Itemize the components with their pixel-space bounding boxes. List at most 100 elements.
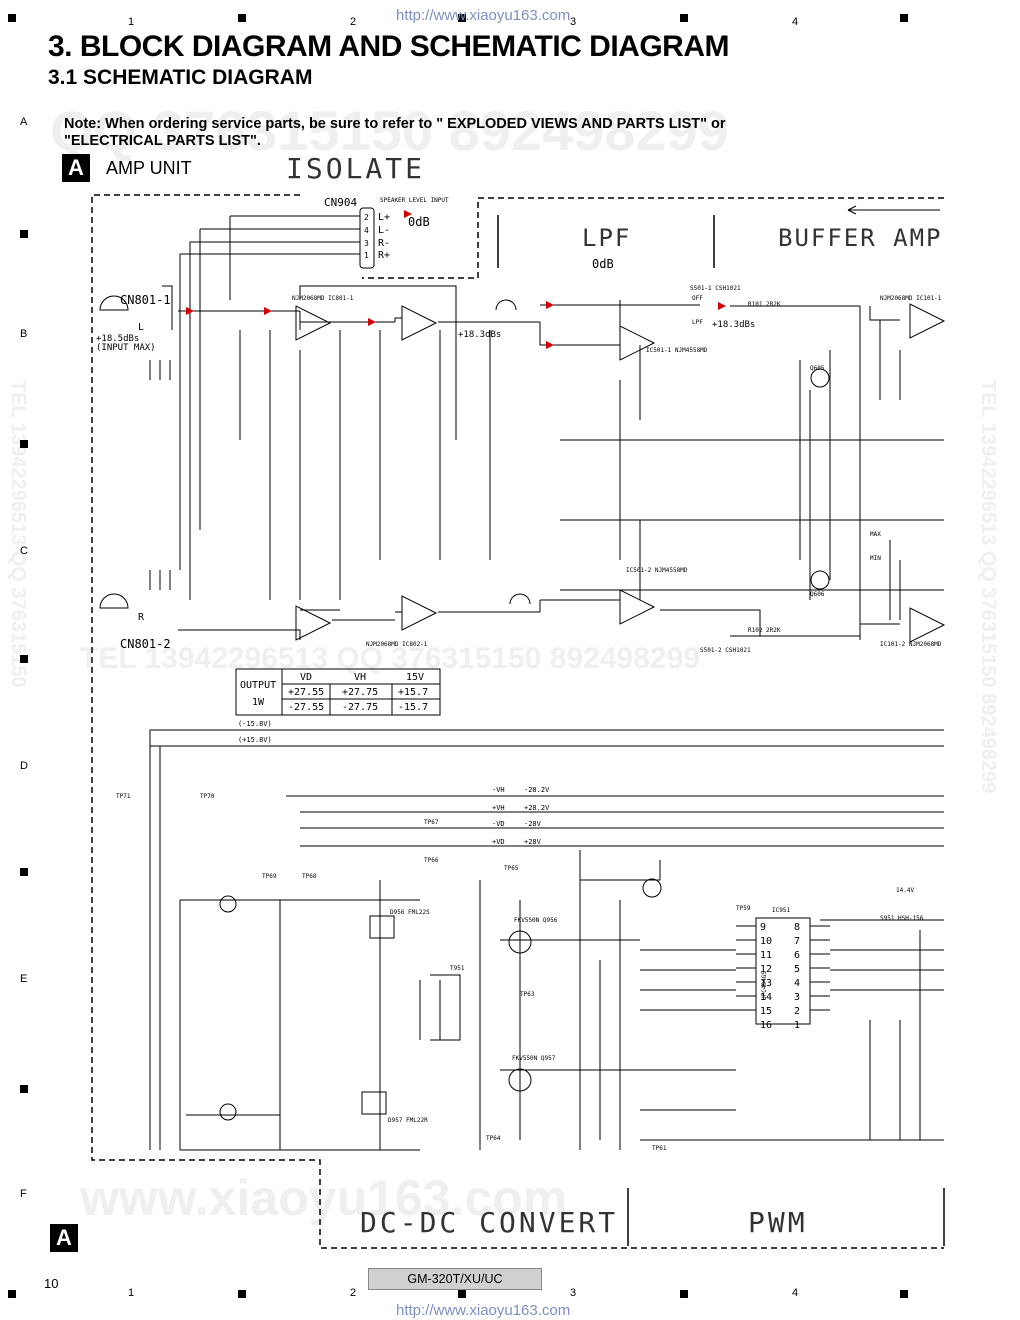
svg-text:11: 11 — [760, 950, 772, 961]
q606-transistor — [810, 570, 830, 590]
input-filter-components — [149, 360, 171, 590]
t951-transformer — [419, 974, 461, 1041]
left-feedback-bus — [299, 285, 457, 440]
output-table-corner-bottom: 1W — [252, 697, 265, 708]
output-table-header-15v: 15V — [406, 672, 424, 683]
column-label-3-bottom: 3 — [570, 1287, 577, 1299]
lpf-switch-label: LPF — [692, 319, 703, 326]
output-table-grid — [281, 669, 440, 715]
unit-boundary-dashed — [91, 194, 944, 1249]
column-label-4: 4 — [792, 16, 799, 28]
tp1-wire — [162, 285, 173, 330]
d956-label: D956 FML22S — [390, 909, 430, 916]
supply-rail-15v — [149, 729, 944, 1150]
speaker-input-verticals — [179, 216, 231, 600]
rail-plus-15v8-label: (+15.8V) — [238, 736, 272, 744]
dc-dc-section-label: DC-DC CONVERT — [360, 1206, 618, 1239]
q659-transistor — [642, 878, 662, 898]
cn904-leads — [290, 215, 360, 255]
svg-text:8: 8 — [794, 922, 800, 933]
d957-diode-pack — [361, 1091, 387, 1115]
rail-net-label: -VD — [492, 820, 505, 828]
row-label-a: A — [20, 116, 28, 128]
ic501-2-label: IC501-2 NJM4558MD — [626, 567, 688, 574]
frame-marker — [8, 1290, 16, 1298]
d956-diode-pack — [369, 915, 395, 939]
speaker-input-wires — [180, 215, 290, 255]
ic101-1-opamp — [909, 303, 946, 339]
tp69-label: TP69 — [262, 873, 277, 880]
remote-wires — [580, 860, 944, 921]
right-channel-label: R — [138, 612, 145, 623]
column-label-4-bottom: 4 — [792, 1287, 799, 1299]
buffer-direction-arrow-icon — [847, 205, 940, 215]
ic501-2-opamp — [619, 589, 656, 625]
signal-arrow-icon — [546, 341, 554, 349]
max-label: MAX — [870, 531, 881, 538]
left-lpf-path — [438, 304, 860, 346]
lpf-out-level-label: +18.3dBs — [712, 320, 755, 330]
stage-level-label: +18.3dBs — [458, 330, 501, 340]
footer-url-link[interactable]: http://www.xiaoyu163.com — [396, 1302, 571, 1319]
signal-arrow-icon — [368, 318, 376, 326]
column-label-2: 2 — [350, 16, 357, 28]
ic802-2-opamp — [401, 305, 438, 341]
svg-text:4: 4 — [794, 978, 800, 989]
passive-component-columns — [239, 330, 621, 600]
page-number: 10 — [44, 1276, 59, 1291]
q957-transistor — [508, 1068, 532, 1092]
watermark-side-left: TEL 13942296513 QQ 376315150 — [7, 380, 29, 688]
tp59-label: TP59 — [736, 905, 751, 912]
signal-arrow-icon — [186, 307, 194, 315]
header-url-link[interactable]: http://www.xiaoyu163.com — [396, 7, 571, 24]
right-buffer-path — [660, 609, 900, 637]
output-table-cell: -15.7 — [398, 702, 428, 713]
q605-transistor — [810, 368, 830, 388]
svg-text:12: 12 — [760, 964, 772, 975]
right-rca-jack-icon — [99, 593, 129, 609]
svg-text:7: 7 — [794, 936, 800, 947]
lpf-level-label: 0dB — [592, 257, 614, 271]
min-label: MIN — [870, 555, 881, 562]
q960-transistor — [219, 895, 237, 913]
output-table-header-vd: VD — [300, 672, 312, 683]
rail-value-label: -28.2V — [524, 786, 550, 794]
column-label-3: 3 — [570, 16, 577, 28]
signal-arrows — [186, 210, 726, 349]
off-switch-label: OFF — [692, 295, 703, 302]
signal-arrow-icon — [718, 302, 726, 310]
cn904-pin-num: 3 — [364, 239, 369, 248]
r102-label: R102 2R2K — [748, 627, 781, 634]
buffer-amp-rails — [560, 439, 944, 591]
row-label-e: E — [20, 973, 28, 985]
rail-net-label: +VH — [492, 804, 505, 812]
svg-text:16: 16 — [760, 1020, 772, 1031]
tp67-label: TP67 — [424, 819, 439, 826]
cn801-1-label: CN801-1 — [120, 293, 171, 307]
q605-label: Q605 — [810, 365, 825, 372]
buffer-amp-section-label: BUFFER AMP — [778, 224, 943, 252]
q961-transistor — [219, 1103, 237, 1121]
ic951-pins — [736, 925, 830, 1011]
frame-marker — [900, 14, 908, 22]
frame-marker — [680, 14, 688, 22]
left-rca-jack-icon — [99, 295, 129, 311]
tp66-label: TP66 — [424, 857, 439, 864]
output-table-corner-top: OUTPUT — [240, 680, 276, 691]
s951-label: S951 HSH-156 — [880, 915, 924, 922]
frame-marker — [458, 14, 466, 22]
cn801-2-label: CN801-2 — [120, 637, 171, 651]
svg-text:9: 9 — [760, 922, 766, 933]
buffer-left-bus — [859, 306, 900, 640]
tp71-label: TP71 — [116, 793, 131, 800]
column-label-1: 1 — [128, 16, 135, 28]
ic501-1-feedback — [572, 300, 641, 420]
dc-dc-columns — [279, 850, 621, 1150]
switching-stage — [500, 900, 640, 1140]
row-marker — [20, 655, 28, 663]
ic951-body — [755, 917, 811, 1025]
frame-marker — [238, 14, 246, 22]
svg-text:5: 5 — [794, 964, 800, 975]
row-marker — [20, 440, 28, 448]
